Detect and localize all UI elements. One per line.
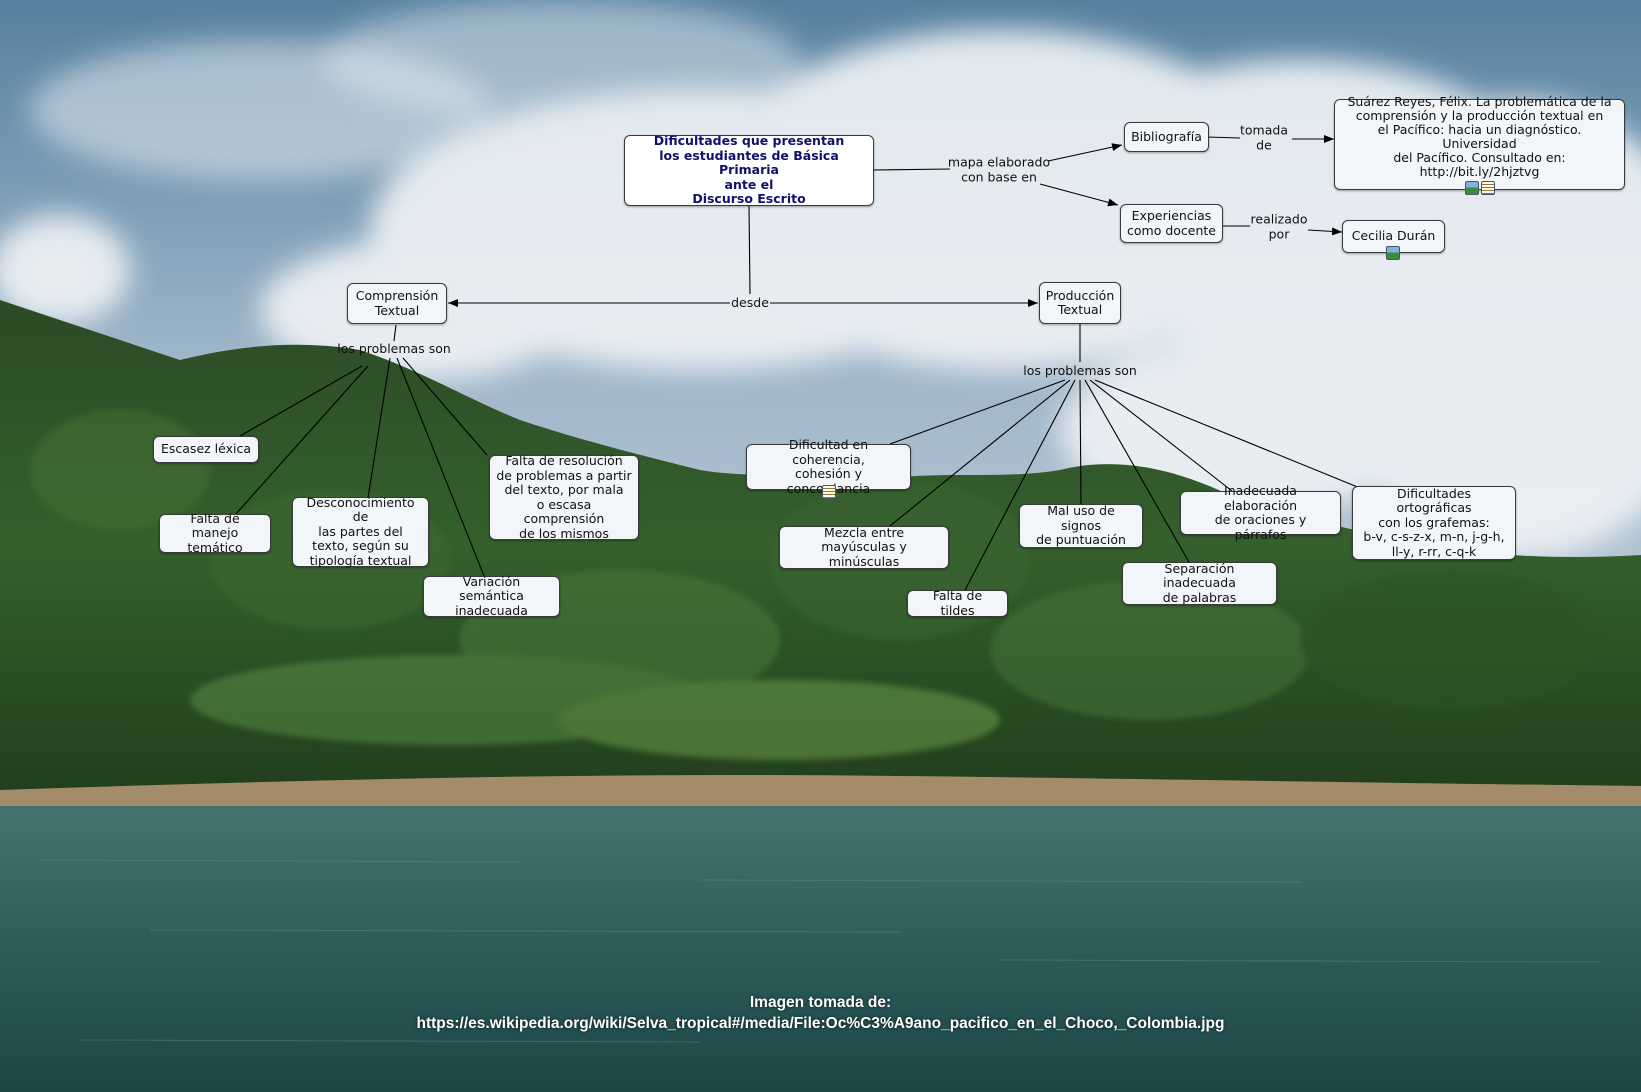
concept-experiencias-docente[interactable]: Experiencias como docente [1120, 204, 1223, 243]
link-problemas-coherencia [889, 379, 1066, 445]
coherencia-resources [822, 485, 836, 499]
linking-tomada-de: tomada de [1240, 122, 1288, 152]
problem-separacion-palabras[interactable]: Separación inadecuada de palabras [1122, 561, 1277, 605]
problem-escasez-lexica[interactable]: Escasez léxica [153, 436, 259, 463]
referencia-text: Suárez Reyes, Félix. La problemática de … [1347, 93, 1612, 179]
link-main-desde [748, 204, 751, 295]
beach [0, 774, 1641, 812]
caption-line-1: Imagen tomada de: [749, 994, 892, 1011]
link-main-mapa [872, 168, 951, 171]
problem-falta-manejo-tematico[interactable]: Falta de manejo temático [159, 511, 271, 555]
link-comprension-problemas [393, 324, 397, 342]
link-problemas-signos [1079, 379, 1082, 505]
concept-main-title[interactable]: Dificultades que presentan los estudiant… [624, 134, 874, 206]
sea [0, 806, 1641, 1092]
autora-text: Cecilia Durán [1351, 228, 1436, 244]
problem-falta-resolucion[interactable]: Falta de resolución de problemas a parti… [489, 453, 639, 540]
problem-oraciones-parrafos[interactable]: Inadecuada elaboración de oraciones y pá… [1180, 483, 1341, 541]
linking-realizado-por: realizado por [1250, 211, 1308, 241]
problem-dificultades-ortograficas[interactable]: Dificultades ortográficas con los grafem… [1352, 486, 1516, 560]
image-icon[interactable] [1386, 246, 1400, 260]
caption-url[interactable]: https://es.wikipedia.org/wiki/Selva_trop… [416, 1015, 1225, 1032]
problem-coherencia-cohesion[interactable]: Dificultad en coherencia, cohesión y con… [746, 437, 911, 495]
link-problemas-resolucion [402, 357, 488, 456]
linking-mapa-elaborado: mapa elaborado con base en [947, 154, 1051, 184]
link-problemas-manejo [234, 365, 369, 516]
sea-ripples [39, 859, 1601, 1043]
linking-problemas-produccion: los problemas son [1023, 362, 1137, 378]
link-problemas-desconocimiento [367, 357, 391, 499]
problem-variacion-semantica[interactable]: Variación semántica inadecuada [423, 574, 560, 618]
link-realizado-autora [1307, 227, 1343, 236]
link-problemas-mezcla [889, 379, 1071, 527]
link-problemas-oraciones [1089, 379, 1233, 492]
link-bibliografia-tomada [1206, 136, 1241, 139]
link-problemas-variacion [396, 357, 485, 577]
concept-bibliografia[interactable]: Bibliografía [1124, 122, 1209, 152]
concept-referencia-bibliografica[interactable]: Suárez Reyes, Félix. La problemática de … [1334, 94, 1625, 195]
referencia-resources [1464, 180, 1495, 195]
problem-signos-puntuacion[interactable]: Mal uso de signos de puntuación [1019, 504, 1143, 548]
image-credit-caption: Imagen tomada de: https://es.wikipedia.o… [0, 992, 1641, 1034]
image-icon[interactable] [1464, 180, 1479, 195]
document-icon[interactable] [822, 485, 836, 499]
link-problemas-escasez [239, 365, 363, 437]
link-mapa-experiencias [1039, 183, 1119, 207]
problem-mezcla-mayusculas[interactable]: Mezcla entre mayúsculas y minúsculas [779, 525, 949, 569]
document-icon[interactable] [1480, 180, 1495, 195]
linking-problemas-comprension: los problemas son [337, 340, 451, 356]
autora-resources [1386, 246, 1400, 260]
problem-falta-tildes[interactable]: Falta de tildes [907, 588, 1008, 617]
link-problemas-tildes [964, 379, 1076, 591]
link-mapa-bibliografia [1047, 143, 1123, 162]
problem-desconocimiento-partes[interactable]: Desconocimiento de las partes del texto,… [292, 495, 429, 568]
link-problemas-ortograficas [1094, 379, 1361, 489]
linking-desde: desde [731, 294, 769, 310]
concept-comprension-textual[interactable]: Comprensión Textual [347, 283, 447, 324]
concept-produccion-textual[interactable]: Producción Textual [1039, 282, 1121, 324]
link-problemas-separacion [1084, 379, 1191, 565]
